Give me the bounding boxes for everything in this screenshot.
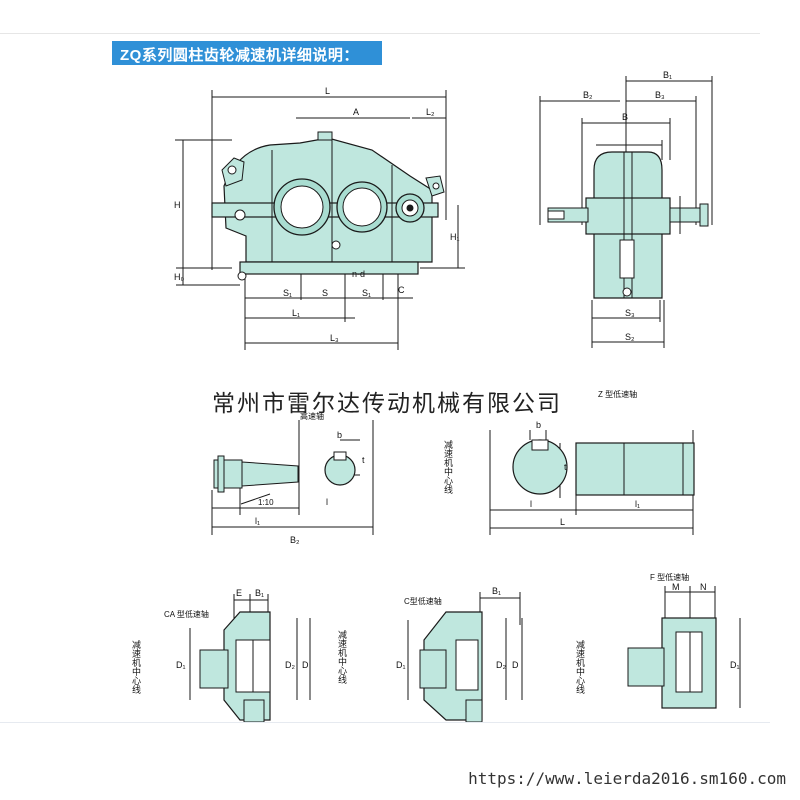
- page-title: ZQ系列圆柱齿轮减速机详细说明：: [120, 47, 359, 64]
- c-type-title: C型低速轴: [404, 596, 442, 606]
- c-type-shaft-detail: [407, 592, 523, 723]
- dim-b-hs: b: [337, 430, 342, 440]
- dim-H: H: [174, 200, 181, 210]
- dim-M: M: [672, 582, 680, 592]
- dim-taper: 1:10: [258, 498, 274, 507]
- dim-S1-right: S₁: [362, 288, 371, 298]
- dim-C: C: [398, 285, 405, 295]
- dim-l-z: l: [530, 499, 532, 509]
- high-speed-shaft-detail: [211, 420, 374, 535]
- dim-S1-left: S₁: [283, 288, 292, 298]
- company-watermark: 常州市雷尔达传动机械有限公司: [212, 391, 562, 417]
- dim-D1-ca: D₁: [176, 660, 186, 670]
- dim-t-z: t: [564, 462, 567, 472]
- center-line-label-1: 减速机中心线: [443, 439, 453, 494]
- dim-S2: S₂: [625, 332, 635, 342]
- dim-L-z: L: [560, 517, 565, 527]
- dim-l-hs: l: [326, 497, 328, 507]
- top-divider: [0, 33, 760, 34]
- dim-l1-hs: l₁: [255, 516, 260, 526]
- dim-E: E: [236, 588, 242, 598]
- bottom-divider: [0, 722, 770, 723]
- dim-b-z: b: [536, 420, 541, 430]
- front-view: [175, 90, 465, 350]
- dim-L: L: [325, 86, 330, 96]
- dim-l1-z: l₁: [635, 499, 640, 509]
- f-type-title: F 型低速轴: [650, 572, 689, 582]
- center-line-label-4: 减速机中心线: [575, 639, 585, 694]
- dim-B3: B₃: [655, 90, 665, 100]
- dim-S: S: [322, 288, 328, 298]
- z-type-shaft-detail: [489, 430, 695, 535]
- dim-L1: L₁: [292, 308, 300, 318]
- ca-type-title: CA 型低速轴: [164, 609, 209, 619]
- dim-H1: H₁: [450, 232, 460, 242]
- dim-nd: n-d: [352, 269, 365, 279]
- f-type-shaft-detail: [627, 586, 741, 709]
- title-bar: [112, 41, 382, 65]
- ca-type-shaft-detail: [189, 594, 311, 723]
- high-speed-shaft-label: 高速轴: [300, 411, 324, 421]
- dim-D1-c: D₁: [396, 660, 406, 670]
- dim-B1: B₁: [663, 70, 672, 80]
- dim-H0: H₀: [174, 272, 184, 282]
- side-view: [539, 76, 713, 348]
- dim-L2: L₂: [426, 107, 435, 117]
- dim-D-c: D: [512, 660, 519, 670]
- dim-S3: S₃: [625, 308, 635, 318]
- dim-D2-c: D₂: [496, 660, 506, 670]
- dim-B: B: [622, 112, 628, 122]
- z-type-title: Z 型低速轴: [598, 389, 637, 399]
- center-line-label-2: 减速机中心线: [131, 639, 141, 694]
- dim-t-hs: t: [362, 455, 365, 465]
- dim-B1-ca: B₁: [255, 588, 264, 598]
- dim-L3: L₃: [330, 333, 339, 343]
- dim-D-ca: D: [302, 660, 309, 670]
- center-line-label-3: 减速机中心线: [337, 629, 347, 684]
- dim-B2: B₂: [583, 90, 593, 100]
- dim-N: N: [700, 582, 707, 592]
- dim-B1-c: B₁: [492, 586, 501, 596]
- dim-A: A: [353, 107, 359, 117]
- url-watermark: https://www.leierda2016.sm160.com: [468, 769, 786, 788]
- dim-D2-ca: D₂: [285, 660, 295, 670]
- dim-D1-f: D₁: [730, 660, 740, 670]
- dim-B2-hs: B₂: [290, 535, 300, 545]
